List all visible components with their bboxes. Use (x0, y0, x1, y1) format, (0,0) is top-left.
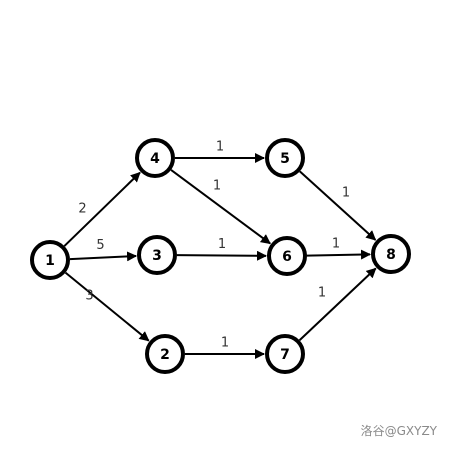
node-1: 1 (30, 240, 70, 280)
node-label-4: 4 (150, 151, 160, 167)
edge-5-8 (299, 170, 377, 241)
node-5: 5 (265, 138, 305, 178)
node-label-5: 5 (280, 151, 290, 167)
node-2: 2 (145, 334, 185, 374)
node-circle-4 (135, 138, 175, 178)
edge-weight-1-4: 2 (78, 202, 86, 217)
edge-1-2 (64, 271, 150, 342)
node-circle-5 (265, 138, 305, 178)
node-label-8: 8 (386, 247, 396, 263)
node-3: 3 (137, 235, 177, 275)
nodes: 1 2 3 4 5 6 7 8 (30, 138, 411, 374)
node-circle-3 (137, 235, 177, 275)
node-circle-8 (371, 234, 411, 274)
edge-7-8 (298, 267, 377, 342)
edge-weight-7-8: 1 (318, 286, 326, 301)
node-circle-2 (145, 334, 185, 374)
node-4: 4 (135, 138, 175, 178)
edges: 2 5 3 1 1 1 1 1 1 1 (63, 140, 377, 359)
node-label-3: 3 (152, 248, 162, 264)
edge-1-4 (63, 171, 141, 247)
node-label-7: 7 (280, 347, 290, 363)
node-label-2: 2 (160, 347, 170, 363)
edge-weight-5-8: 1 (342, 186, 350, 201)
edge-weight-1-3: 5 (96, 238, 104, 253)
edge-weight-6-8: 1 (332, 237, 340, 252)
watermark-text: 洛谷@GXYZY (360, 424, 437, 438)
node-label-1: 1 (45, 253, 55, 269)
edge-weight-3-6: 1 (218, 237, 226, 252)
node-circle-7 (265, 334, 305, 374)
edge-1-3 (69, 251, 138, 262)
edge-4-6 (170, 169, 271, 245)
node-7: 7 (265, 334, 305, 374)
node-circle-1 (30, 240, 70, 280)
edge-6-8 (306, 249, 372, 260)
edge-weight-4-6: 1 (213, 179, 221, 194)
node-6: 6 (267, 236, 307, 276)
node-label-6: 6 (282, 249, 292, 265)
edge-weight-2-7: 1 (221, 336, 229, 351)
edge-weight-4-5: 1 (216, 140, 224, 155)
edge-3-6 (176, 250, 268, 261)
edge-weight-1-2: 3 (85, 289, 93, 304)
node-8: 8 (371, 234, 411, 274)
node-circle-6 (267, 236, 307, 276)
